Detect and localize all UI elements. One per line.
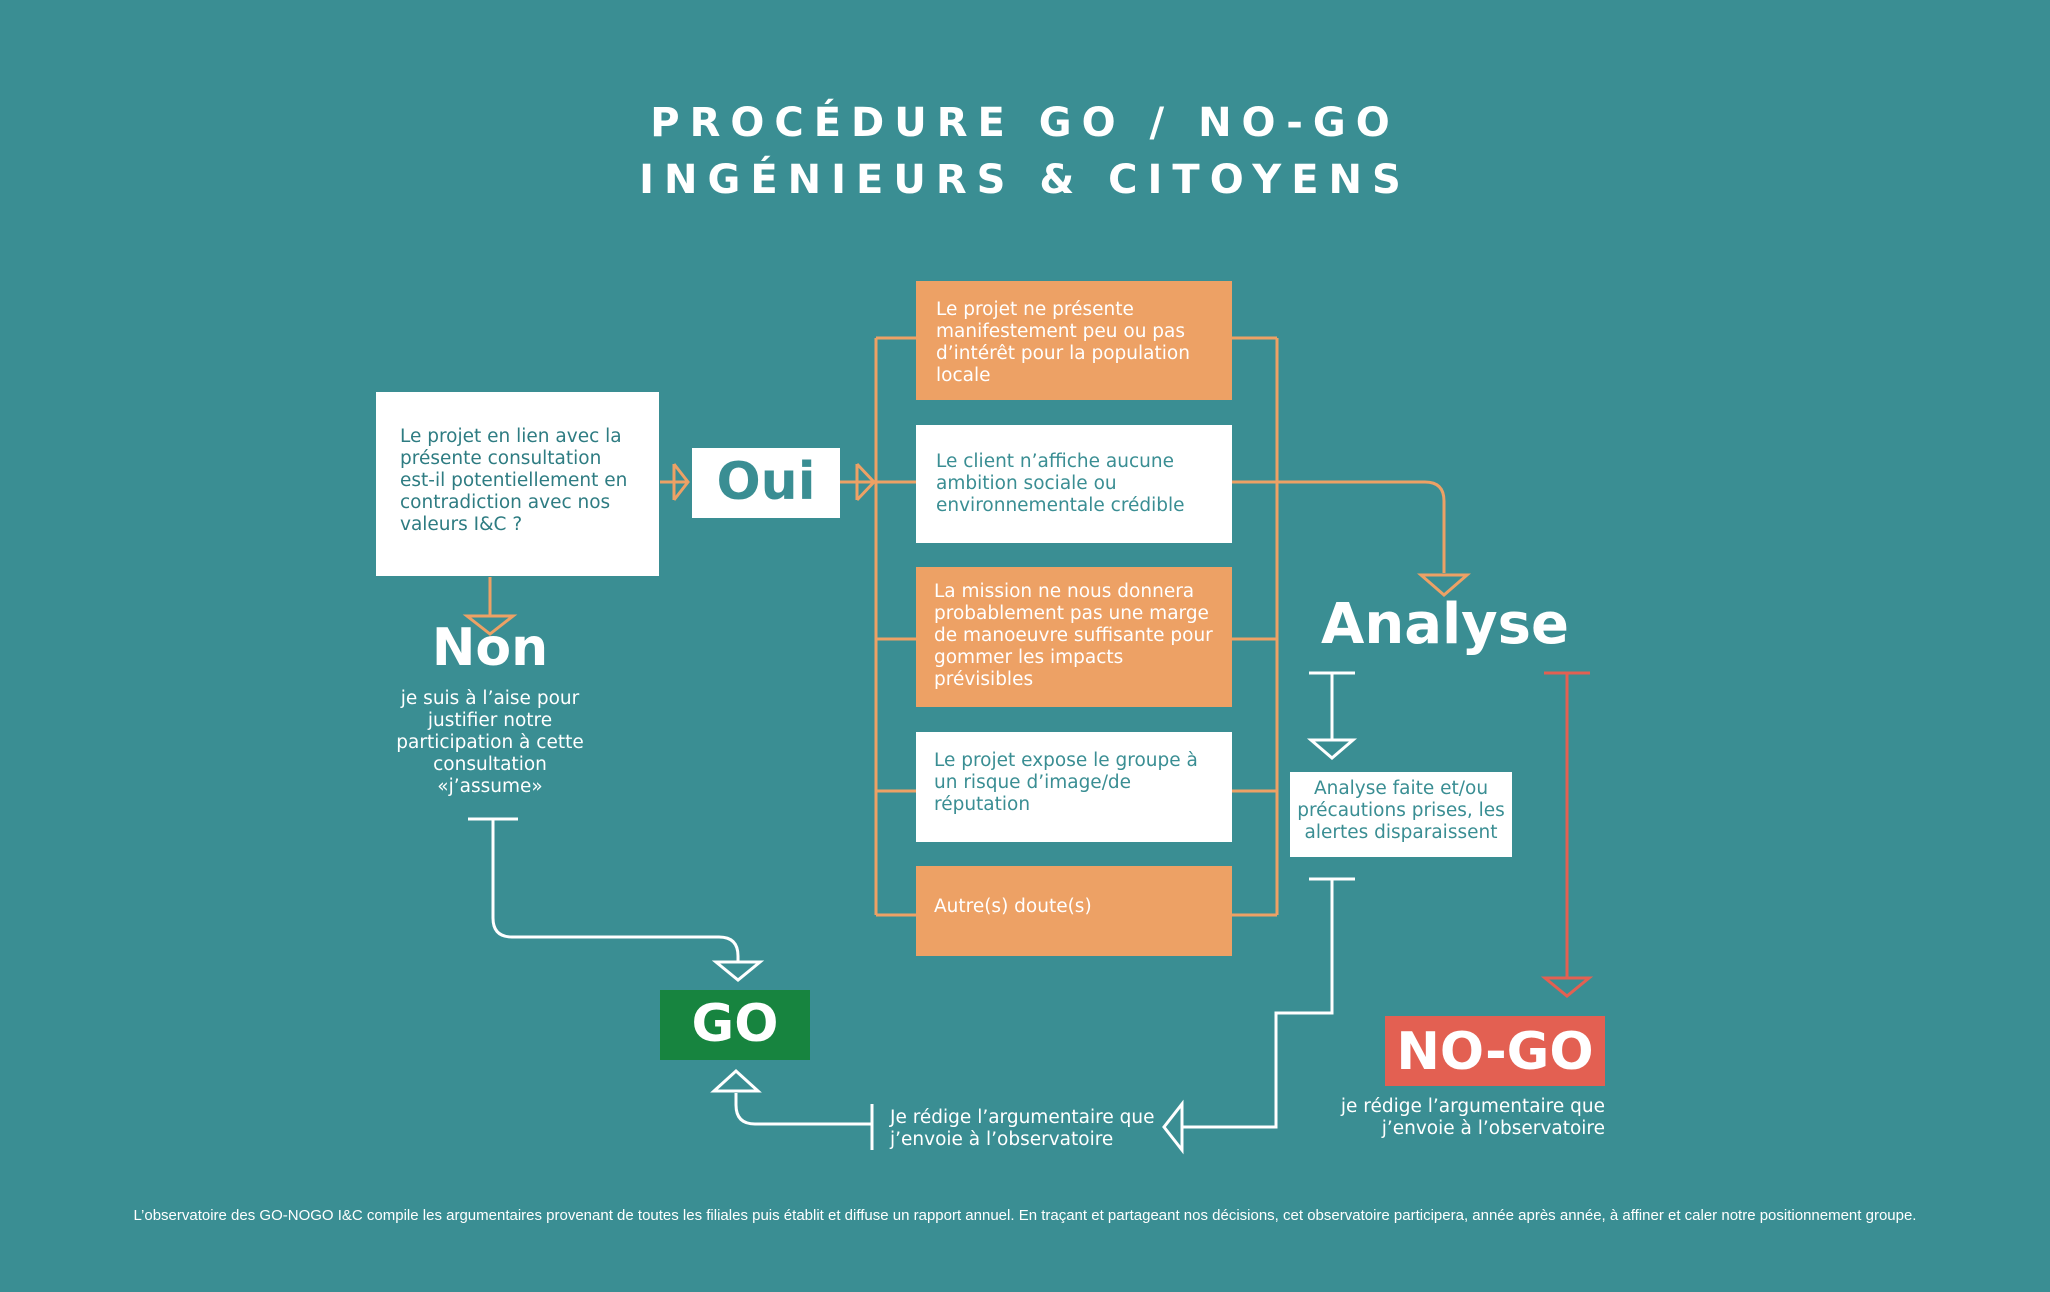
criterion-4-text: Le projet expose le groupe à un risque d… xyxy=(934,750,1198,815)
nogo-text: je rédige l’argumentaire que j’envoie à … xyxy=(1340,1096,1605,1139)
go-box: GO xyxy=(660,990,810,1060)
arrow-analyse-to-nogo xyxy=(1540,671,1594,998)
non-text: je suis à l’aise pour justifier notre pa… xyxy=(396,688,584,797)
criteria-left-bracket xyxy=(874,336,916,917)
non-label: Non xyxy=(431,618,549,678)
analyse-result-text: Analyse faite et/ou précautions prises, … xyxy=(1297,778,1505,843)
criterion-4: Le projet expose le groupe à un risque d… xyxy=(916,732,1232,842)
criterion-1-text: Le projet ne présente manifestement peu … xyxy=(936,299,1190,386)
arrow-question-to-oui xyxy=(660,463,690,501)
criterion-2: Le client n’affiche aucune ambition soci… xyxy=(916,425,1232,543)
oui-label: Oui xyxy=(716,452,816,512)
analyse-result-box: Analyse faite et/ou précautions prises, … xyxy=(1290,772,1512,857)
arrow-analyse-to-result xyxy=(1306,671,1358,760)
question-text: Le projet en lien avec la présente consu… xyxy=(400,426,628,535)
criterion-3-text: La mission ne nous donnera probablement … xyxy=(934,581,1213,690)
arrow-oui-to-criteria xyxy=(840,462,877,502)
title-line-2: INGÉNIEURS & CITOYENS xyxy=(639,157,1411,203)
question-box: Le projet en lien avec la présente consu… xyxy=(376,392,659,576)
criterion-5: Autre(s) doute(s) xyxy=(916,866,1232,956)
footer-note: L’observatoire des GO-NOGO I&C compile l… xyxy=(133,1207,1917,1224)
nogo-box: NO-GO xyxy=(1385,1016,1605,1086)
criterion-3: La mission ne nous donnera probablement … xyxy=(916,567,1232,707)
criterion-2-text: Le client n’affiche aucune ambition soci… xyxy=(936,451,1185,516)
criteria-right-bracket xyxy=(1232,336,1472,917)
arrow-question-to-non xyxy=(462,577,518,636)
arrow-argumentaire-to-go xyxy=(710,1068,874,1150)
oui-box: Oui xyxy=(692,448,840,518)
criterion-1: Le projet ne présente manifestement peu … xyxy=(916,281,1232,400)
go-label: GO xyxy=(691,994,779,1054)
argumentaire-text: Je rédige l’argumentaire que j’envoie à … xyxy=(890,1107,1155,1150)
analyse-label: Analyse xyxy=(1320,592,1569,657)
nogo-label: NO-GO xyxy=(1396,1022,1594,1082)
criterion-5-text: Autre(s) doute(s) xyxy=(934,896,1092,917)
arrow-non-to-go xyxy=(468,817,765,982)
title-line-1: PROCÉDURE GO / NO-GO xyxy=(650,100,1400,146)
arrow-result-to-argumentaire xyxy=(1162,877,1355,1155)
